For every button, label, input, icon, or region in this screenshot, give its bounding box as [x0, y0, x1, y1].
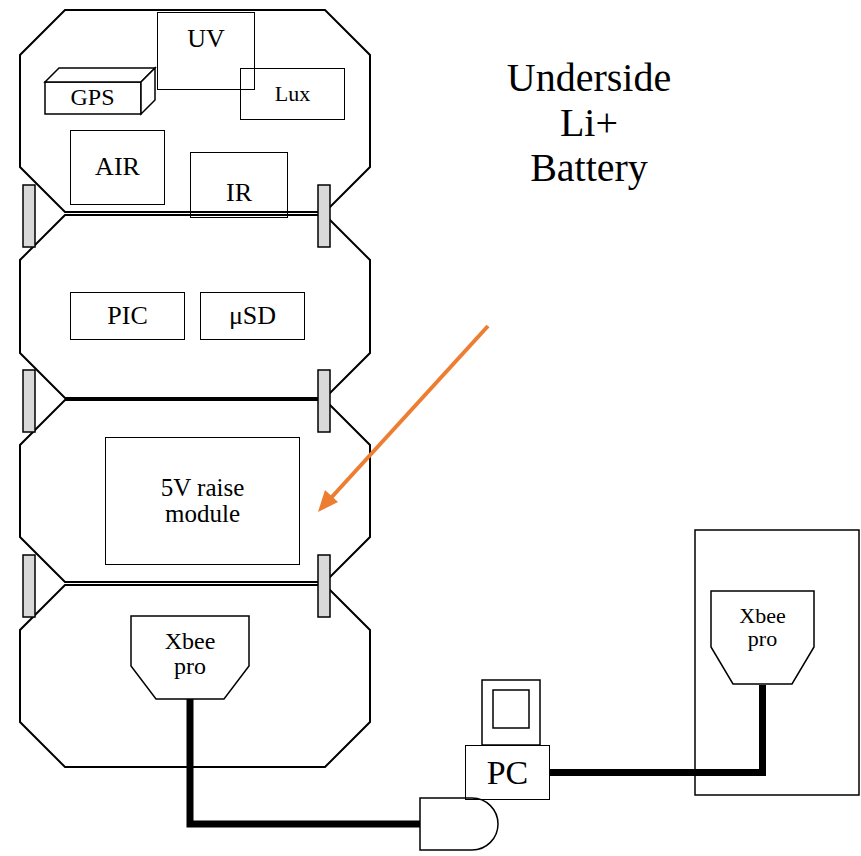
xbee-shape — [131, 616, 249, 699]
node-label: UV — [187, 25, 225, 52]
leader-arrowhead — [318, 490, 338, 512]
node-label: PC — [487, 755, 529, 791]
pc-screen — [493, 690, 529, 728]
antenna-cable — [190, 698, 422, 824]
boost-module: 5V raise module — [105, 437, 300, 565]
standoff — [23, 185, 35, 247]
xbee-shape — [711, 591, 814, 684]
battery-callout: Underside Li+ Battery — [500, 55, 678, 190]
standoff — [318, 555, 330, 617]
node-label: GPS — [70, 85, 114, 110]
node-label: AIR — [95, 153, 140, 180]
pc-monitor — [482, 680, 540, 745]
xbee-radio: Xbee pro — [130, 615, 250, 700]
pc-base: PC — [465, 745, 550, 800]
pic-mcu: PIC — [70, 292, 185, 340]
antenna-plug — [420, 798, 498, 850]
cable-line — [550, 685, 763, 773]
node-label: 5V raise module — [138, 475, 268, 528]
xbee-radio: Xbee pro — [710, 590, 815, 685]
node-label: PIC — [107, 302, 147, 329]
node-label: Xbee pro — [733, 604, 793, 650]
node-label: Lux — [275, 82, 310, 105]
standoff — [23, 370, 35, 432]
gps-module: GPS — [45, 68, 155, 114]
gps-box-face — [45, 82, 141, 114]
ir-sensor: IR — [190, 152, 288, 218]
standoff — [318, 370, 330, 432]
lux-sensor: Lux — [240, 68, 345, 120]
node-label: μSD — [229, 302, 276, 329]
sensor-plate — [20, 10, 370, 212]
leader-arrow — [330, 326, 488, 499]
standoff — [23, 555, 35, 617]
air-sensor: AIR — [70, 130, 165, 205]
node-label: Xbee pro — [155, 629, 225, 679]
gps-box-face — [141, 68, 155, 114]
serial-cable — [550, 685, 763, 773]
standoff — [318, 185, 330, 247]
base-station-box — [695, 530, 859, 795]
microsd-card: μSD — [200, 292, 305, 340]
node-label: IR — [226, 179, 252, 206]
gps-box-face — [45, 68, 155, 82]
